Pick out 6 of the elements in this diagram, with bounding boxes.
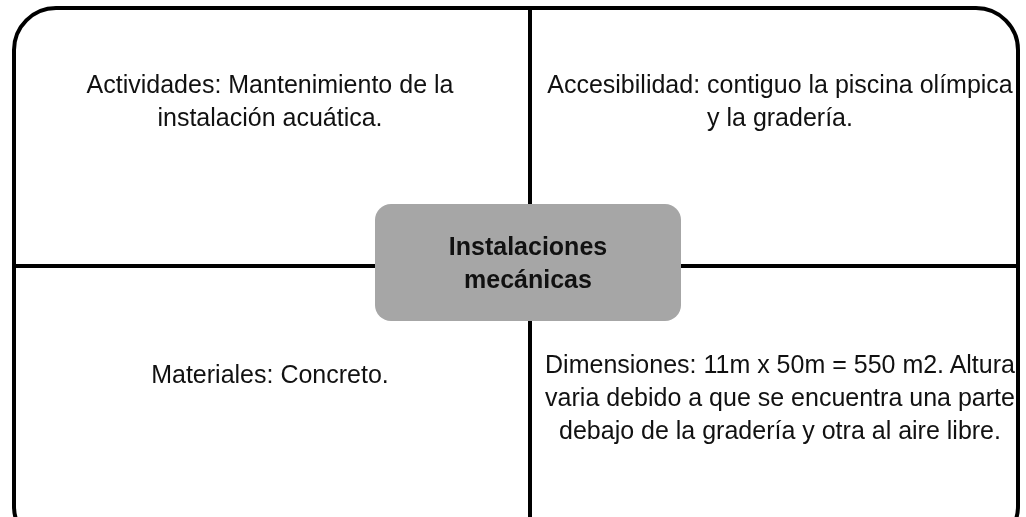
- info-text: Actividades: Mantenimiento de la instalación acuática.: [30, 68, 510, 134]
- topic-title: Instalaciones mecánicas: [447, 230, 609, 295]
- info-text: Materiales: Concreto.: [30, 358, 510, 391]
- topic-box: [375, 204, 681, 321]
- info-text: Dimensiones: 11m x 50m = 550 m2. Altura varia debido a que se encuentra una parte debajo de la gradería y otra al aire libre.: [545, 348, 1015, 447]
- info-text: Accesibilidad: contiguo la piscina olímpica y la gradería.: [545, 68, 1015, 134]
